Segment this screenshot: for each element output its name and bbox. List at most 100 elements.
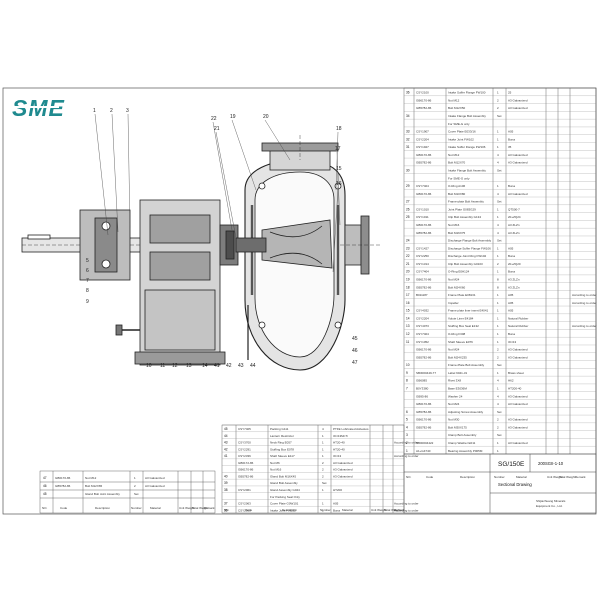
row-number: 1 — [497, 371, 499, 375]
row-number: 1 — [497, 270, 499, 274]
row-number: 1 — [497, 130, 499, 134]
row-number: 8 — [497, 278, 499, 282]
row-no: 1 — [406, 449, 408, 453]
row-material: 20+ZQ24 — [508, 215, 521, 219]
row-remark: According to order — [572, 324, 597, 328]
row-material: QT500-7 — [508, 207, 520, 211]
row-code: CSY4032 — [416, 309, 429, 313]
row-number: 4 — [497, 223, 499, 227]
callout-leader — [215, 131, 237, 239]
row-no: 4 — [406, 425, 408, 429]
row-description: Nut M12 — [448, 98, 460, 102]
row-remark: According to order — [394, 454, 419, 458]
row-description: Gland Bolt M16X45 — [270, 474, 296, 478]
callout-number: 47 — [352, 360, 358, 366]
row-no: 32 — [406, 137, 410, 141]
row-no: 22 — [406, 254, 410, 258]
row-no: 18 — [406, 285, 410, 289]
row-no: 8 — [406, 379, 408, 383]
row-description: Bolt M12X50 — [448, 106, 466, 110]
row-material: A3 Galvanized — [333, 461, 353, 465]
row-code: GB5782-86 — [238, 474, 254, 478]
row-description: Nut M16 — [448, 223, 460, 227]
callout-number: 12 — [172, 363, 178, 369]
callout-number: 9 — [86, 299, 89, 305]
row-material: HT20-40 — [333, 441, 345, 445]
row-code: B011187 — [416, 293, 428, 297]
row-material: A3 Galvanized — [508, 98, 528, 102]
row-no: 9 — [406, 371, 408, 375]
table-header-cell: Code — [245, 508, 253, 512]
row-material: A3 Galvanized — [508, 418, 528, 422]
row-number: 1 — [497, 184, 499, 188]
row-code: CSY2250 — [416, 254, 429, 258]
row-code: GB6170-86 — [416, 278, 432, 282]
row-material: A3 Galvanized — [333, 474, 353, 478]
row-remark: According to order — [394, 441, 419, 445]
row-no: 17 — [406, 293, 410, 297]
row-description: For SME-G only — [448, 176, 470, 180]
row-material: A3 Galvanized — [508, 355, 528, 359]
callout-leader — [111, 113, 119, 233]
row-material: A05 — [333, 502, 339, 506]
row-material: 20+ZQ20 — [508, 262, 521, 266]
row-code: CSY2061 — [238, 488, 251, 492]
table-header-cell: NO. — [224, 508, 230, 512]
row-code: CSY2061 — [238, 508, 251, 512]
row-remark: According to order — [394, 508, 419, 512]
row-no: 25 — [406, 215, 410, 219]
row-description: Base E3036M — [448, 387, 467, 391]
row-material: 3Cr13 — [333, 454, 342, 458]
row-description: Gland Bolt Joint Assembly — [85, 492, 120, 496]
row-material: A3 Galvanized — [508, 394, 528, 398]
callout-leader — [264, 119, 291, 161]
row-no: 30 — [406, 168, 410, 172]
callout-number: 15 — [336, 166, 342, 172]
row-description: Shaft Sleeve E117 — [270, 454, 295, 458]
row-material: A3 Galvanized — [508, 348, 528, 352]
row-no: 45 — [43, 492, 47, 496]
row-number: 1 — [322, 454, 324, 458]
row-code: CSY1314 — [416, 262, 429, 266]
callout-number: 13 — [186, 363, 192, 369]
callout-number: 5 — [86, 258, 89, 264]
row-code: CSY7404 — [416, 332, 429, 336]
row-material: A3 Galvanized — [508, 402, 528, 406]
row-description: Cover Plate G0W101 — [270, 502, 299, 506]
callout-leader — [335, 131, 339, 191]
row-no: 13 — [406, 324, 410, 328]
table-header-cell: Total Weight — [384, 508, 401, 512]
row-code: CSY1010 — [416, 207, 429, 211]
row-number: 1 — [497, 324, 499, 328]
row-number: 1 — [134, 476, 136, 480]
row-material: Natural Rubber — [508, 324, 528, 328]
callout-leader — [212, 121, 233, 231]
row-number: 1 — [497, 441, 499, 445]
company-name-line2: Equipment Co., Ltd. — [536, 504, 563, 508]
row-description: O-Ring F308 — [448, 332, 466, 336]
row-no: 46 — [43, 484, 47, 488]
row-number: 1 — [497, 301, 499, 305]
callout-number: 16 — [336, 181, 342, 187]
callout-leader — [332, 186, 339, 273]
row-number: 1 — [497, 449, 499, 453]
row-code: SB00004422 — [416, 441, 434, 445]
row-no: 14 — [406, 316, 410, 320]
row-description: Bolt M12X65 — [85, 484, 103, 488]
row-description: Shaft Sleeve E076 — [448, 340, 473, 344]
row-number: 1 — [497, 246, 499, 250]
row-no: 45 — [224, 427, 228, 431]
row-no: 44 — [224, 434, 228, 438]
row-material: Buna — [333, 508, 340, 512]
table-header-cell: Number — [494, 475, 505, 479]
row-material: Buna — [508, 137, 515, 141]
row-number: 1 — [497, 207, 499, 211]
row-description: Impeller — [448, 301, 459, 305]
row-description: Frame Plate E08131 — [448, 293, 476, 297]
row-description: Bolt M12X70 — [448, 161, 466, 165]
row-code: GB6172-86 — [238, 461, 254, 465]
